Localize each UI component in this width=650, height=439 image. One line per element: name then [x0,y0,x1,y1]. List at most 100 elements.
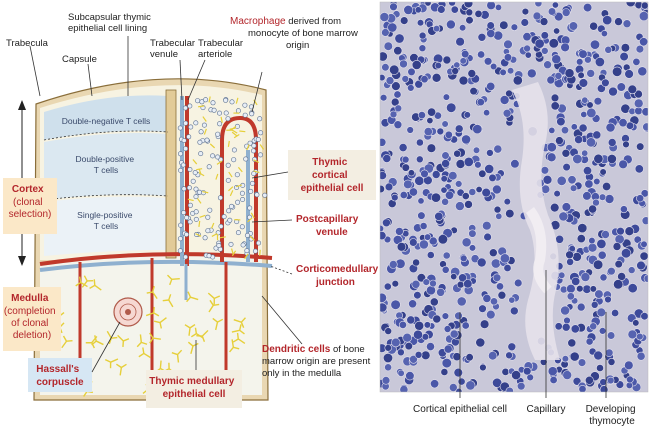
nucleus-cell [603,15,612,24]
nucleus-cell [605,349,613,357]
thymocyte-dot [191,179,195,183]
nucleus-cell [503,109,511,117]
nucleus-cell [441,368,448,375]
nucleus-cell [457,297,466,306]
nucleus-cell [552,55,561,64]
thymocyte-dot [189,125,193,129]
nucleus-cell [586,138,595,147]
nucleus-cell [602,182,610,190]
svg-text:Hassall's corpuscle: Hassall's corpuscle [36,359,84,388]
thymocyte-dot [218,196,222,200]
nucleus-cell [459,76,468,85]
nucleus-cell [535,39,544,48]
label-cortex-2: (clonal [13,197,42,208]
nucleus-cell [567,258,574,265]
nucleus-cell [578,359,586,367]
thymocyte-dot [217,111,221,115]
thymocyte-dot [235,200,239,204]
nucleus-cell [551,94,559,102]
nucleus-cell [602,231,610,239]
thymocyte-dot [240,191,244,195]
nucleus-cell [421,351,430,360]
nucleus-cell [475,161,482,168]
thymocyte-dot [183,121,187,125]
nucleus-cell [449,0,456,6]
thymocyte-dot [230,100,234,104]
label-postcapillary-1: Postcapillary [296,214,359,225]
nucleus-cell [398,370,405,377]
nucleus-cell [590,22,598,30]
thymocyte-dot [210,154,214,158]
nucleus-cell [583,167,591,175]
nucleus-cell [455,125,463,133]
nucleus-cell [609,87,618,96]
thymocyte-dot [250,112,254,116]
thymocyte-dot [219,224,223,228]
label-cortical-epithelial-cell: Cortical epithelial cell [413,404,507,415]
nucleus-cell [437,128,444,135]
nucleus-cell [409,300,417,308]
thymocyte-dot [194,217,198,221]
label-hassall-2: corpuscle [36,377,84,388]
label-single-positive-2: T cells [94,221,118,231]
nucleus-cell [494,206,501,213]
nucleus-cell [479,170,487,178]
thymocyte-dot [226,163,230,167]
label-trabecular-arteriole-2: arteriole [198,49,232,60]
nucleus-cell [487,29,495,37]
nucleus-cell [461,50,469,58]
nucleus-cell [583,192,592,201]
nucleus-cell [383,154,391,162]
label-dendritic: Dendritic cells [262,344,331,355]
label-hassall-1: Hassall's [36,364,79,375]
nucleus-cell [404,180,413,189]
thymocyte-dot [178,223,182,227]
nucleus-cell [487,82,495,90]
nucleus-cell [443,56,451,64]
thymocyte-dot [232,158,236,162]
nucleus-cell [511,371,520,380]
thymocyte-dot [178,168,182,172]
nucleus-cell [498,291,506,299]
nucleus-cell [377,185,385,193]
nucleus-cell [477,258,486,267]
nucleus-cell [404,5,413,14]
svg-text:Postcapillary venule: Postcapillary venule [296,209,363,238]
nucleus-cell [573,252,582,261]
nucleus-cell [548,8,556,16]
nucleus-cell [435,62,442,69]
thymocyte-dot [217,243,221,247]
nucleus-cell [639,11,648,20]
thymocyte-dot [199,130,203,134]
nucleus-cell [479,305,487,313]
nucleus-cell [567,284,576,293]
nucleus-cell [379,74,386,81]
nucleus-cell [419,32,426,39]
nucleus-cell [414,291,422,299]
nucleus-cell [421,170,429,178]
nucleus-cell [581,273,590,282]
nucleus-cell [541,166,549,174]
nucleus-cell [570,185,577,192]
nucleus-cell [509,297,515,303]
nucleus-cell [607,332,615,340]
nucleus-cell [547,143,556,152]
nucleus-cell [644,275,650,283]
nucleus-cell [579,124,587,132]
svg-text:Developing thymocyte: Developing thymocyte [586,404,639,427]
nucleus-cell [390,111,397,118]
nucleus-cell [511,160,520,169]
nucleus-cell [593,131,601,139]
nucleus-cell [418,198,424,204]
nucleus-cell [590,40,599,49]
nucleus-cell [569,22,578,31]
nucleus-cell [384,42,393,51]
nucleus-cell [504,198,511,205]
nucleus-cell [544,61,552,69]
thymocyte-dot [198,140,202,144]
nucleus-cell [587,108,597,118]
thymocyte-dot [193,170,197,174]
nucleus-cell [487,22,495,30]
nucleus-cell [594,154,603,163]
nucleus-cell [617,83,626,92]
